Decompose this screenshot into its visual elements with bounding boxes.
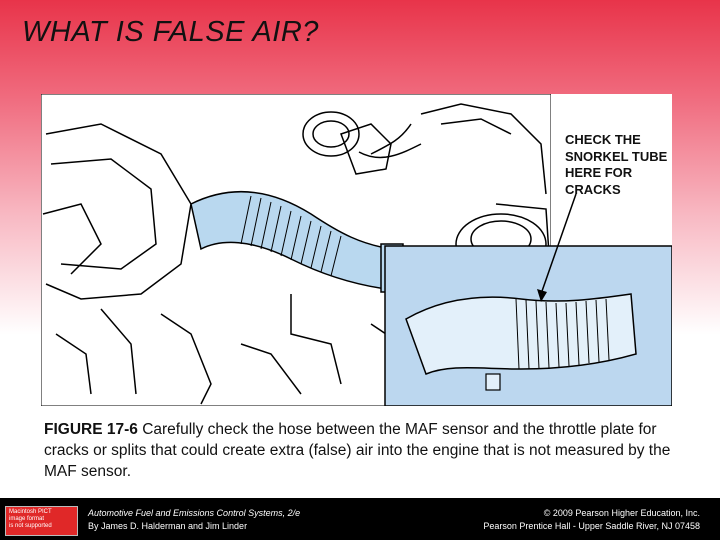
logo-line: Macintosh PICT — [9, 509, 52, 515]
engine-parts-lineart — [42, 103, 550, 405]
caption-text: Carefully check the hose between the MAF… — [44, 421, 671, 480]
figure-caption: FIGURE 17-6 Carefully check the hose bet… — [44, 419, 684, 482]
logo-line: image format — [9, 516, 45, 522]
slide-title: WHAT IS FALSE AIR? — [22, 16, 319, 48]
caption-label: FIGURE 17-6 — [44, 421, 138, 438]
pict-placeholder-logo: Macintosh PICT image format is not suppo… — [5, 506, 78, 536]
footer-bar: Macintosh PICT image format is not suppo… — [0, 498, 720, 540]
book-title: Automotive Fuel and Emissions Control Sy… — [88, 508, 301, 518]
zoom-inset — [384, 245, 672, 406]
inset-hose-ribs — [515, 298, 610, 370]
hose-ribs — [240, 195, 342, 277]
callout-line: SNORKEL TUBE — [565, 148, 668, 164]
logo-line: is not supported — [9, 523, 52, 529]
figure-callout: CHECK THE SNORKEL TUBE HERE FOR CRACKS — [565, 132, 685, 198]
engine-illustration — [41, 94, 672, 406]
footer-copyright: © 2009 Pearson Higher Education, Inc. Pe… — [483, 507, 700, 533]
callout-line: CRACKS — [565, 181, 621, 197]
publisher-line: Pearson Prentice Hall - Upper Saddle Riv… — [483, 521, 700, 531]
engine-figure — [41, 94, 672, 406]
callout-arrow — [537, 193, 577, 302]
callout-line: CHECK THE — [565, 132, 641, 147]
copyright-line: © 2009 Pearson Higher Education, Inc. — [543, 508, 700, 518]
book-authors: By James D. Halderman and Jim Linder — [88, 521, 248, 531]
footer-book-info: Automotive Fuel and Emissions Control Sy… — [88, 507, 300, 533]
callout-line: HERE FOR — [565, 165, 633, 180]
